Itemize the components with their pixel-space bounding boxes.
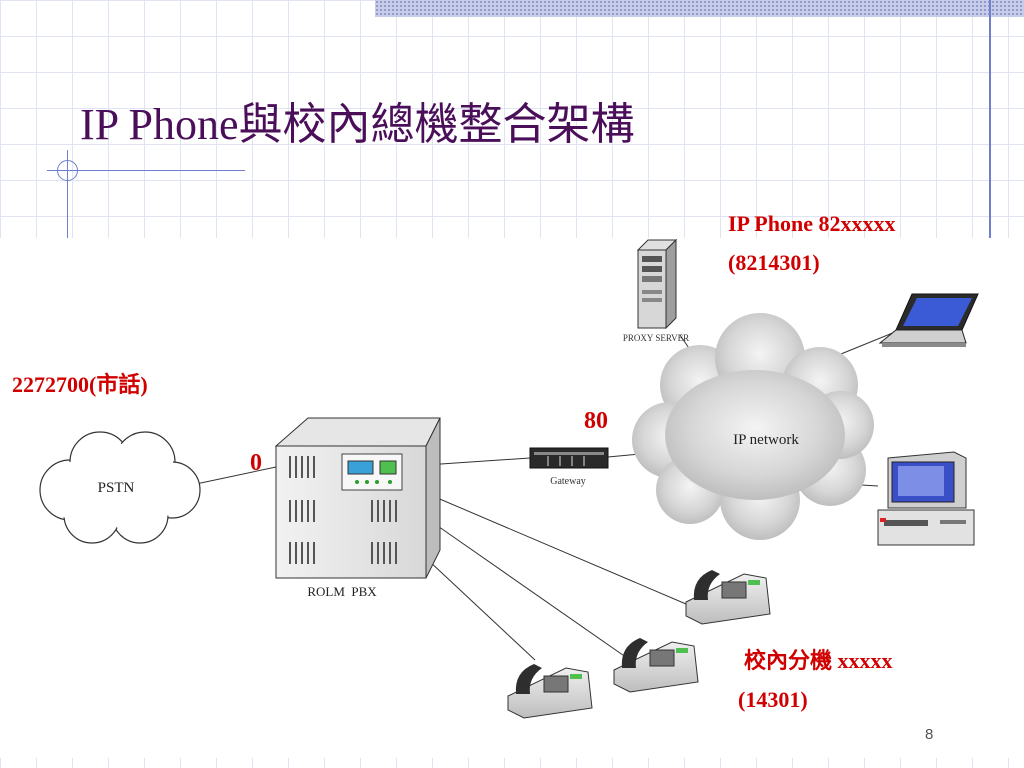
campus-extension-number-label: (14301)	[738, 687, 808, 712]
slide-number: 8	[925, 726, 934, 743]
ip-phone-number-label: IP Phone 82xxxxx	[728, 211, 895, 236]
city-phone-label: 2272700(市話)	[12, 372, 148, 397]
desktop-computer-icon	[877, 451, 975, 546]
decor-horizontal-line	[47, 170, 245, 171]
ip-network-label: IP network	[733, 432, 799, 448]
decor-circle	[57, 160, 78, 181]
proxy-server: PROXY SERVER	[623, 238, 689, 343]
gateway-device: Gateway	[529, 447, 609, 487]
right-rule	[989, 0, 991, 265]
pbx-cabinet: ROLM PBX	[274, 417, 441, 599]
connection-lines	[195, 329, 901, 661]
link-cloud-laptop	[835, 329, 901, 357]
port-80-label: 80	[584, 408, 608, 434]
link-pbx-gateway	[425, 457, 531, 466]
link-pbx-phone3	[427, 559, 536, 661]
ip-phone-extension-label: (8214301)	[728, 250, 820, 275]
header-band	[375, 0, 1024, 17]
ip-network-cloud: IP network	[632, 313, 874, 540]
phone-3-icon	[507, 664, 593, 719]
phone-1-icon	[685, 570, 771, 625]
decor-vertical-line	[67, 150, 68, 240]
pstn-cloud: PSTN	[39, 431, 201, 544]
port-0-label: 0	[250, 450, 262, 476]
link-pstn-pbx	[195, 466, 277, 485]
laptop-icon	[878, 293, 979, 347]
phone-2-icon	[613, 638, 699, 693]
campus-extension-label: 校內分機 xxxxx	[744, 648, 893, 673]
link-pbx-phone1	[427, 493, 687, 605]
slide-title: IP Phone與校內總機整合架構	[80, 100, 635, 149]
gateway-label: Gateway	[550, 476, 586, 487]
pstn-label: PSTN	[98, 480, 135, 496]
pbx-label: ROLM PBX	[307, 584, 377, 599]
proxy-server-label: PROXY SERVER	[623, 333, 689, 343]
link-pbx-phone2	[431, 521, 631, 661]
